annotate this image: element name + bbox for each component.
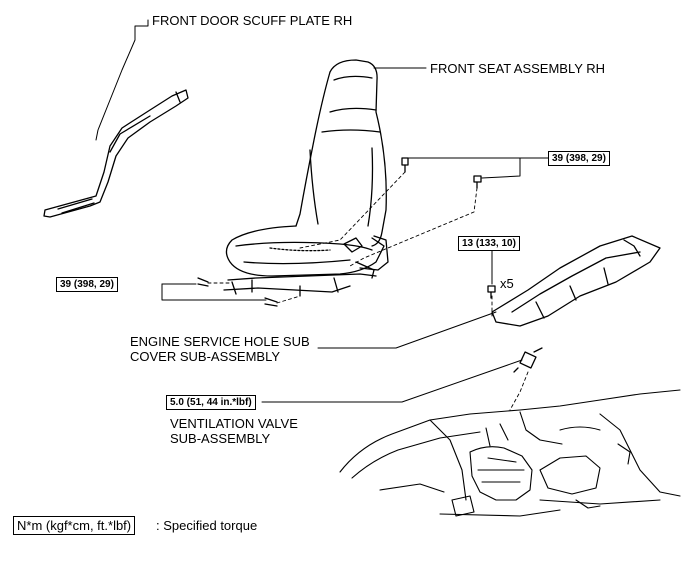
legend-text: : Specified torque — [156, 518, 258, 533]
front-seat-part — [223, 59, 389, 297]
scuff-plate-part — [43, 89, 189, 218]
seat-bolts — [197, 157, 482, 307]
label-cover-line1: ENGINE SERVICE HOLE SUB — [130, 334, 310, 349]
torque-seat-front: 39 (398, 29) — [56, 277, 118, 292]
engine-bay-part — [339, 389, 681, 517]
leader-lines — [95, 19, 549, 403]
label-cover-line2: COVER SUB-ASSEMBLY — [130, 349, 281, 364]
torque-valve: 5.0 (51, 44 in.*lbf) — [166, 395, 256, 410]
label-seat-assembly: FRONT SEAT ASSEMBLY RH — [430, 61, 606, 76]
torque-cover: 13 (133, 10) — [458, 236, 520, 251]
service-hole-cover-part — [487, 235, 661, 327]
label-scuff-plate: FRONT DOOR SCUFF PLATE RH — [152, 13, 353, 28]
label-valve-line2: SUB-ASSEMBLY — [170, 431, 271, 446]
torque-seat-rear: 39 (398, 29) — [548, 151, 610, 166]
label-bolt-qty: x5 — [500, 276, 514, 291]
install-dashes — [207, 171, 529, 411]
legend-unit-box: N*m (kgf*cm, ft.*lbf) — [13, 516, 136, 535]
label-valve-line1: VENTILATION VALVE — [170, 416, 298, 431]
ventilation-valve-part — [513, 347, 543, 373]
